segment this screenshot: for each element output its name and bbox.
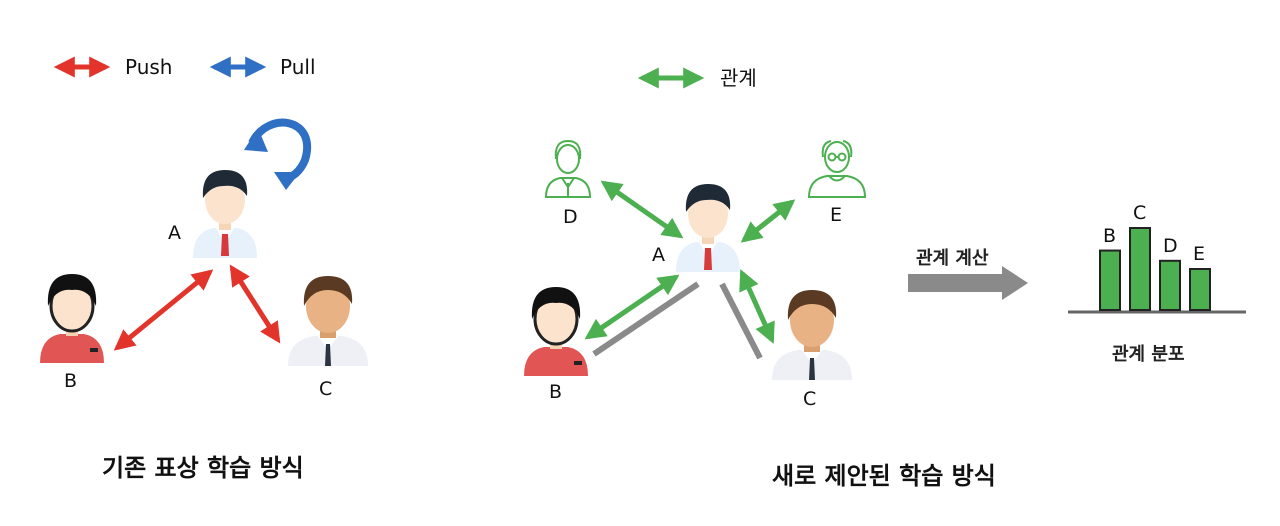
process-arrow	[908, 266, 1028, 300]
relation-arrow-a-e	[740, 199, 796, 243]
left-node-b-label: B	[64, 370, 78, 392]
legend-push-label: Push	[125, 55, 173, 79]
process-arrow-label: 관계 계산	[916, 248, 989, 269]
distribution-bars	[1099, 227, 1211, 312]
person-e-outline-avatar	[807, 140, 867, 198]
distribution-bar-label-e: E	[1193, 243, 1206, 265]
person-d-outline-avatar	[544, 139, 592, 198]
right-node-a-label: A	[652, 244, 665, 266]
person-c-right-avatar	[772, 290, 852, 380]
left-node-a-label: A	[168, 222, 181, 244]
right-node-b-label: B	[549, 381, 563, 403]
legend-relation-label: 관계	[720, 66, 757, 90]
right-node-c-label: C	[803, 388, 817, 410]
person-a-left-avatar	[193, 170, 257, 258]
person-a-right-avatar	[676, 184, 740, 272]
left-diagram-caption: 기존 표상 학습 방식	[102, 454, 304, 482]
relation-arrow-a-d	[600, 180, 684, 239]
pull-loop-head-bottom	[274, 172, 300, 190]
push-arrow-a-b	[113, 269, 214, 351]
relation-arrow-a-c	[739, 269, 775, 344]
distribution-bar-label-b: B	[1103, 224, 1117, 247]
distribution-bar-b	[1099, 249, 1121, 312]
person-b-right-avatar	[524, 287, 588, 376]
distribution-bar-c	[1129, 227, 1151, 311]
push-arrow-a-c	[229, 264, 281, 344]
distribution-bar-label-c: C	[1133, 202, 1147, 224]
legend-pull-label: Pull	[280, 55, 316, 79]
person-b-left-avatar	[40, 274, 104, 363]
distribution-title: 관계 분포	[1112, 344, 1185, 365]
distribution-bar-d	[1159, 259, 1181, 311]
pull-loop-head-top	[244, 128, 268, 152]
person-c-left-avatar	[288, 276, 368, 366]
right-diagram-caption: 새로 제안된 학습 방식	[772, 462, 996, 490]
right-node-e-label: E	[830, 204, 843, 226]
distribution-bar-e	[1189, 268, 1211, 311]
relation-arrow-a-b	[584, 274, 680, 340]
distribution-bar-label-d: D	[1163, 234, 1178, 257]
right-node-d-label: D	[563, 206, 578, 228]
left-node-c-label: C	[319, 378, 333, 400]
